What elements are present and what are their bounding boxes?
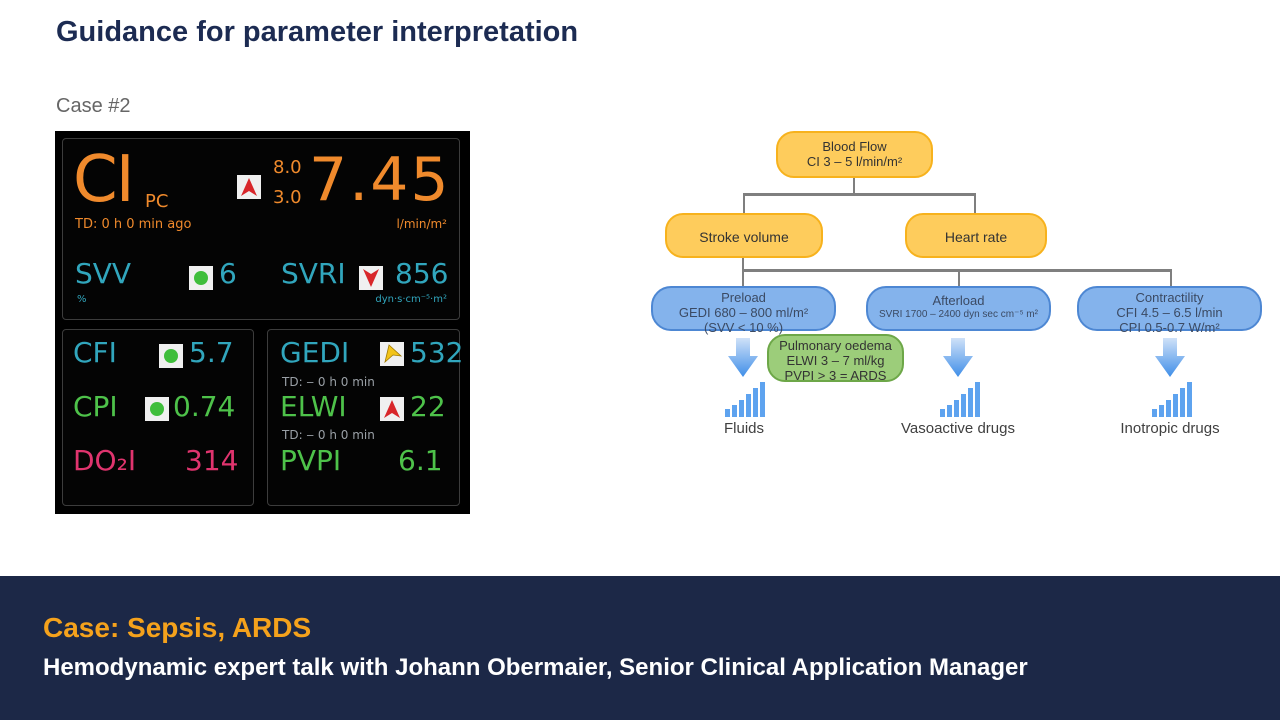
connector-line bbox=[974, 193, 976, 215]
vasoactive-label: Vasoactive drugs bbox=[901, 420, 1015, 437]
elwi-value: 22 bbox=[410, 390, 446, 423]
connector-line bbox=[958, 269, 960, 288]
cfi-value: 5.7 bbox=[189, 336, 234, 369]
cfi-label: CFI bbox=[73, 336, 117, 369]
ci-low: 3.0 bbox=[273, 187, 302, 208]
preload-node: Preload GEDI 680 – 800 ml/m² (SVV < 10 %… bbox=[651, 286, 836, 335]
connector-line bbox=[742, 258, 744, 288]
svv-label: SVV bbox=[75, 257, 132, 290]
arrow-up-icon bbox=[237, 175, 261, 199]
footer-banner bbox=[0, 576, 1280, 720]
svv-value: 6 bbox=[219, 257, 237, 290]
fluids-label: Fluids bbox=[723, 420, 764, 437]
connector-line bbox=[853, 177, 855, 194]
elwi-label: ELWI bbox=[280, 390, 347, 423]
ci-value: 7.45 bbox=[309, 145, 451, 215]
connector-line bbox=[743, 193, 976, 196]
arrow-down-icon bbox=[359, 266, 383, 290]
blood-flow-range: CI 3 – 5 l/min/m² bbox=[806, 153, 903, 169]
do2i-label: DO₂I bbox=[73, 444, 137, 477]
blood-flow-title: Blood Flow bbox=[822, 139, 887, 154]
elwi-td: TD: ‒ 0 h 0 min bbox=[282, 428, 375, 442]
bar-chart-icon bbox=[725, 382, 765, 417]
arrow-up-icon bbox=[380, 397, 404, 421]
monitor-top-panel: CI PC TD: 0 h 0 min ago 8.0 3.0 7.45 l/m… bbox=[62, 138, 460, 320]
pulmonary-title: Pulmonary oedema bbox=[779, 338, 892, 353]
case-label: Case #2 bbox=[56, 95, 131, 117]
pvpi-label: PVPI bbox=[280, 444, 342, 477]
green-dot-icon bbox=[145, 397, 169, 421]
preload-title: Preload bbox=[721, 290, 766, 305]
contractility-cpi: CPI 0.5-0.7 W/m² bbox=[1119, 319, 1220, 335]
down-arrow-icon bbox=[1155, 338, 1185, 377]
cpi-value: 0.74 bbox=[173, 390, 236, 423]
stroke-volume-node: Stroke volume bbox=[665, 213, 823, 258]
green-dot-icon bbox=[189, 266, 213, 290]
svri-value: 856 bbox=[395, 257, 449, 290]
contractility-node: Contractility CFI 4.5 – 6.5 l/min CPI 0.… bbox=[1077, 286, 1262, 335]
svv-unit: % bbox=[77, 294, 87, 305]
preload-svv: (SVV < 10 %) bbox=[703, 319, 784, 335]
monitor-bottom-right-panel: GEDI 532 TD: ‒ 0 h 0 min ELWI 22 TD: ‒ 0… bbox=[267, 329, 464, 506]
do2i-value: 314 bbox=[185, 444, 239, 477]
preload-gedi: GEDI 680 – 800 ml/m² bbox=[678, 304, 809, 320]
connector-line bbox=[742, 269, 1172, 272]
footer-case-title: Case: Sepsis, ARDS bbox=[43, 612, 312, 643]
svri-label: SVRI bbox=[281, 257, 346, 290]
bar-chart-icon bbox=[940, 382, 980, 417]
afterload-svri: SVRI 1700 – 2400 dyn sec cm⁻⁵ m² bbox=[879, 308, 1038, 320]
ci-td: TD: 0 h 0 min ago bbox=[75, 217, 192, 232]
ci-unit: l/min/m² bbox=[396, 217, 447, 231]
bar-chart-icon bbox=[1152, 382, 1192, 417]
pulmonary-pvpi: PVPI > 3 = ARDS bbox=[784, 367, 887, 383]
pulmonary-oedema-node: Pulmonary oedema ELWI 3 – 7 ml/kg PVPI >… bbox=[767, 334, 904, 383]
pvpi-value: 6.1 bbox=[398, 444, 443, 477]
arrow-diagonal-icon bbox=[380, 342, 404, 366]
gedi-td: TD: ‒ 0 h 0 min bbox=[282, 375, 375, 389]
monitor-display: CI PC TD: 0 h 0 min ago 8.0 3.0 7.45 l/m… bbox=[55, 131, 470, 514]
down-arrow-icon bbox=[728, 338, 758, 377]
heart-rate-node: Heart rate bbox=[905, 213, 1047, 258]
afterload-title: Afterload bbox=[932, 293, 985, 308]
green-dot-icon bbox=[159, 344, 183, 368]
down-arrow-icon bbox=[943, 338, 973, 377]
contractility-cfi: CFI 4.5 – 6.5 l/min bbox=[1116, 304, 1223, 320]
connector-line bbox=[1170, 269, 1172, 288]
footer-subtitle: Hemodynamic expert talk with Johann Ober… bbox=[43, 654, 1028, 681]
gedi-label: GEDI bbox=[280, 336, 350, 369]
pulmonary-elwi: ELWI 3 – 7 ml/kg bbox=[786, 352, 885, 368]
ci-sub: PC bbox=[145, 191, 169, 212]
page-title: Guidance for parameter interpretation bbox=[56, 16, 579, 48]
contractility-title: Contractility bbox=[1135, 290, 1204, 305]
monitor-bottom-left-panel: CFI 5.7 CPI 0.74 DO₂I 314 bbox=[62, 329, 254, 506]
svri-unit: dyn·s·cm⁻⁵·m² bbox=[375, 294, 447, 305]
gedi-value: 532 bbox=[410, 336, 464, 369]
connector-line bbox=[743, 193, 745, 215]
ci-label: CI bbox=[73, 143, 135, 217]
cpi-label: CPI bbox=[73, 390, 118, 423]
blood-flow-node: Blood Flow CI 3 – 5 l/min/m² bbox=[776, 131, 933, 178]
ci-high: 8.0 bbox=[273, 157, 302, 178]
afterload-node: Afterload SVRI 1700 – 2400 dyn sec cm⁻⁵ … bbox=[866, 286, 1051, 331]
inotropic-label: Inotropic drugs bbox=[1120, 420, 1220, 437]
